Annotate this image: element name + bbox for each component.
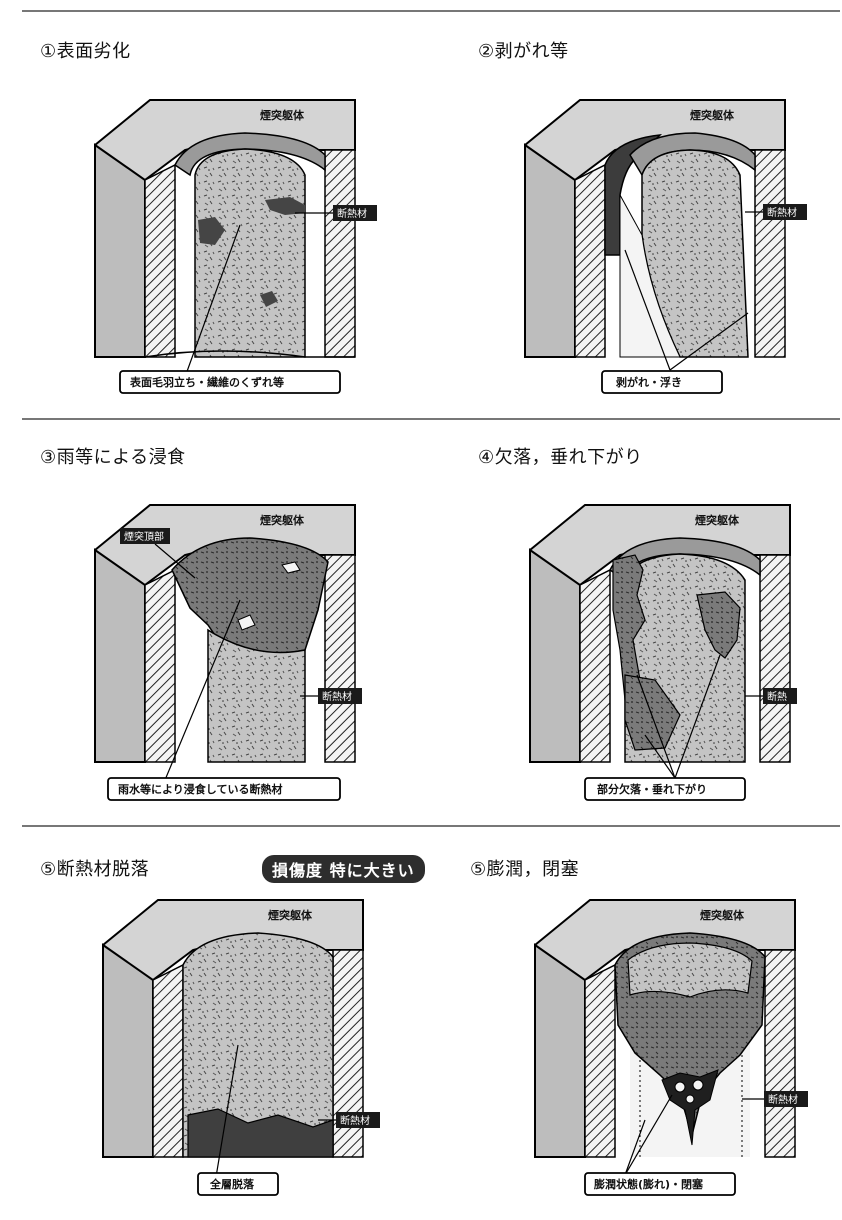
chimney-wall-left (94, 143, 146, 358)
caption-leader (644, 734, 676, 779)
caption: 部分欠落・垂れ下がり (597, 782, 707, 796)
side-label: 断熱材 (340, 1114, 370, 1127)
row-divider-2 (22, 825, 840, 827)
caption-box (197, 1172, 279, 1196)
panel-5-heading: ⑤断熱材脱落 (40, 859, 150, 880)
panel-1-illustration: 煙突躯体 断熱材 表面毛羽立ち・繊維のくずれ等 (94, 99, 377, 394)
side-label-box (764, 1091, 808, 1107)
caption: 剥がれ・浮き (616, 375, 682, 389)
caption-leader (184, 224, 241, 378)
top-label: 煙突躯体 (260, 513, 305, 527)
side-label: 断熱材 (768, 1093, 798, 1106)
extra-label: 煙突頂部 (124, 530, 164, 543)
top-label: 煙突躯体 (260, 108, 305, 122)
panel-3-illustration: 煙突躯体 煙突頂部 断熱材 雨水等により浸食している断熱材 (94, 504, 362, 801)
caption-leader (636, 674, 676, 779)
insulation-surface (207, 628, 306, 763)
fallen-insulation-shaft (182, 932, 334, 1158)
caption-box (584, 777, 746, 801)
chimney-wall-left (534, 943, 586, 1158)
erosion-hole (237, 614, 256, 631)
panel-1-heading: ①表面劣化 (40, 41, 131, 62)
damage-patch (198, 217, 225, 245)
caption-box (601, 370, 723, 394)
caption-leader (674, 654, 721, 779)
panel-4-heading: ④欠落，垂れ下がり (478, 447, 643, 468)
top-rule (22, 10, 840, 12)
lattice-hole (674, 1081, 686, 1093)
extra-label-box (120, 528, 170, 544)
hatch-left (144, 568, 176, 763)
hatch-right (324, 149, 356, 358)
panel-3-heading: ③雨等による浸食 (40, 447, 186, 468)
hatch-left (152, 963, 184, 1158)
caption-leader (669, 312, 749, 371)
erosion-hole (281, 561, 301, 574)
severity-badge: 損傷度 特に大きい (262, 855, 425, 883)
chimney-wall-left (529, 548, 581, 763)
caption: 雨水等により浸食している断熱材 (118, 782, 282, 796)
insulation-ring (174, 132, 326, 177)
chimney-wall-left (94, 548, 146, 763)
hatch-left (579, 568, 611, 763)
gap (619, 194, 681, 358)
damage-patch (265, 197, 305, 215)
hatch-left (584, 963, 616, 1158)
panel-6-heading: ⑤膨潤，閉塞 (470, 859, 580, 880)
side-label: 断熱材 (337, 207, 367, 220)
hanging-piece (624, 674, 681, 751)
caption: 表面毛羽立ち・繊維のくずれ等 (129, 375, 284, 389)
panel-2-illustration: 煙突躯体 断熱材 剥がれ・浮き (524, 99, 807, 394)
hatch-left (144, 163, 176, 358)
insulation-top (627, 942, 753, 998)
side-label-box (333, 205, 377, 221)
lattice-hole (685, 1094, 695, 1104)
top-label: 煙突躯体 (700, 908, 745, 922)
caption-leader (624, 249, 671, 371)
top-label: 煙突躯体 (695, 513, 740, 527)
caption: 全層脱落 (209, 1177, 255, 1191)
side-label-box (336, 1112, 380, 1128)
bottom-cut (144, 350, 355, 358)
hatch-right (754, 149, 786, 358)
top-label: 煙突躯体 (268, 908, 313, 922)
eroded-insulation (171, 537, 329, 655)
panel-5-illustration: 煙突躯体 断熱材 全層脱落 (102, 899, 380, 1196)
chimney-wall-left (524, 143, 576, 358)
panel-2-heading: ②剥がれ等 (478, 41, 569, 62)
side-label: 断熱材 (767, 206, 797, 219)
lattice-hole (692, 1079, 704, 1091)
caption-leader (624, 1119, 646, 1176)
hatch-right (759, 554, 791, 763)
side-label-box (763, 688, 797, 704)
chimney-wall-left (102, 943, 154, 1158)
side-label-box (318, 688, 362, 704)
hatch-right (324, 554, 356, 763)
insulation-surface (194, 148, 306, 358)
hanging-piece (612, 554, 646, 702)
row-divider-1 (22, 418, 840, 420)
caption-box (107, 777, 341, 801)
caption: 膨潤状態(膨れ)・閉塞 (593, 1177, 704, 1191)
top-label: 煙突躯体 (690, 108, 735, 122)
caption-box (119, 370, 341, 394)
panel-6-illustration: 煙突躯体 断熱材 膨潤状態(膨れ)・閉塞 (534, 899, 808, 1196)
caption-leader (164, 599, 241, 781)
hanging-piece (696, 591, 741, 659)
debris-pile (187, 1108, 334, 1158)
caption-box (584, 1172, 736, 1196)
side-label: 断熱 (767, 690, 787, 703)
damage-patch (260, 291, 278, 307)
hatch-left (574, 163, 606, 358)
caption-leader (215, 1044, 239, 1178)
side-label: 断熱材 (322, 690, 352, 703)
extra-leader (154, 543, 196, 579)
caption-leader (624, 1094, 673, 1176)
insulation-ring (609, 537, 761, 582)
hatch-right (764, 949, 796, 1158)
panel-4-illustration: 煙突躯体 断熱 部分欠落・垂れ下がり (529, 504, 797, 801)
side-label-box (763, 204, 807, 220)
